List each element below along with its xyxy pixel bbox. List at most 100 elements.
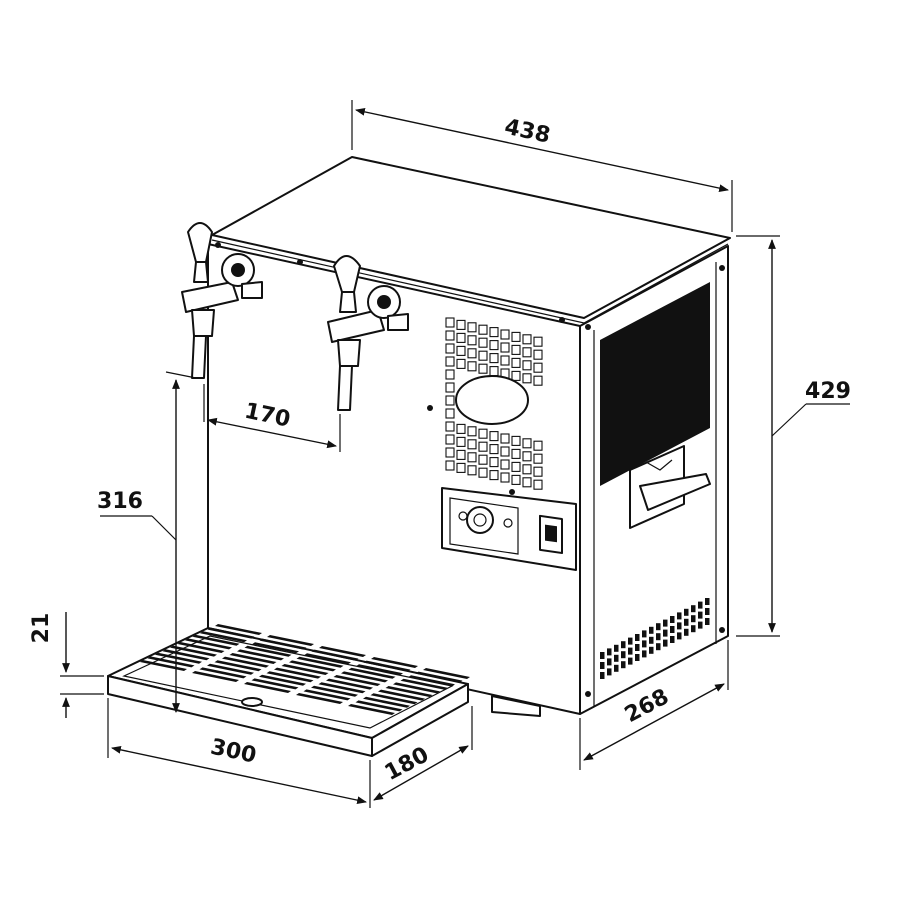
vent-slot — [445, 382, 455, 393]
grate-bar — [251, 678, 299, 690]
side-vent-slot — [635, 634, 640, 641]
grate-bar — [333, 675, 381, 686]
side-vent-slot — [663, 629, 668, 637]
side-vent-slot — [670, 626, 675, 633]
grate-bar — [207, 627, 255, 639]
vent-slot — [511, 474, 521, 485]
vent-slot — [511, 370, 521, 381]
vent-slot — [478, 441, 488, 452]
side-vent-slot — [614, 644, 619, 652]
grate-bar — [363, 660, 411, 672]
grate-bar — [355, 700, 403, 712]
vent-slot — [445, 356, 455, 367]
grate-bar — [311, 685, 358, 697]
grate-bar — [222, 656, 269, 668]
tap-right[interactable] — [327, 255, 409, 411]
grate-bar — [199, 667, 247, 679]
dial-icon — [466, 506, 494, 534]
vent-slot — [445, 460, 455, 471]
vent-slot — [533, 362, 543, 373]
side-vent-slot — [600, 662, 605, 669]
side-vent-slot — [698, 601, 703, 609]
vent-slot — [500, 355, 510, 366]
side-vent-slot — [684, 628, 689, 636]
vent-slot — [478, 363, 488, 374]
grate-bar — [378, 689, 425, 701]
dim-tray-height: 21 — [29, 612, 104, 718]
vent-slot — [511, 435, 521, 446]
side-vent-slot — [628, 637, 633, 645]
grate-bar — [341, 671, 388, 683]
tray-grate — [140, 624, 470, 715]
grate-bar — [244, 645, 292, 657]
grate-bar — [207, 663, 254, 675]
grate-bar — [192, 634, 240, 646]
vent-slot — [445, 343, 455, 354]
grate-bar — [400, 678, 448, 690]
side-vent-slot — [649, 626, 654, 634]
vent-slot — [511, 357, 521, 368]
side-vent-slot — [691, 605, 696, 613]
grate-bar — [244, 682, 291, 693]
tap-left[interactable] — [181, 222, 263, 379]
vent-slot — [489, 340, 499, 351]
side-vent-slot — [642, 650, 647, 658]
grate-bar — [385, 686, 433, 697]
vent-slot — [478, 454, 488, 465]
side-vent-slot — [635, 644, 640, 651]
vent-slot — [500, 459, 510, 470]
vent-slot — [456, 462, 466, 473]
vent-slot — [489, 353, 499, 364]
side-vent-slot — [677, 622, 682, 630]
grate-bar — [296, 656, 344, 668]
grate-bar — [356, 664, 403, 676]
side-vent-slot — [621, 641, 626, 649]
vent-slot — [456, 358, 466, 369]
vent-slot — [533, 466, 543, 477]
vent-slot — [456, 332, 466, 343]
vent-slot — [522, 464, 532, 475]
grate-bar — [177, 642, 225, 653]
side-vent-slot — [635, 654, 640, 661]
grate-bar — [200, 631, 247, 643]
cabinet-foot — [491, 695, 541, 717]
vent-slot — [511, 448, 521, 459]
side-vent-slot — [670, 616, 675, 623]
cabinet-top — [211, 156, 731, 319]
vent-slot — [522, 451, 532, 462]
dim-height-label: 429 — [805, 379, 851, 404]
side-vent-slot — [628, 647, 633, 655]
vent-slot — [500, 433, 510, 444]
side-vent-slot — [614, 654, 619, 662]
vent-slot — [489, 444, 499, 455]
side-vent-slot — [677, 612, 682, 620]
side-vent-slot — [607, 668, 612, 676]
grate-bar — [393, 682, 440, 694]
grate-bar — [296, 693, 343, 704]
side-condenser-panel — [600, 282, 710, 486]
side-vent-slot — [642, 630, 647, 638]
side-vent-slot — [628, 657, 633, 665]
vent-slot — [522, 347, 532, 358]
vent-slot — [489, 470, 499, 481]
vent-slot — [467, 465, 477, 476]
vent-slot — [467, 439, 477, 450]
side-vent-slot — [649, 636, 654, 644]
tap-icon — [333, 255, 361, 293]
control-panel — [441, 487, 577, 571]
vent-slot — [478, 324, 488, 335]
vent-slot — [478, 337, 488, 348]
vent-slot — [456, 449, 466, 460]
side-vent-slot — [600, 672, 605, 679]
vent-slot — [533, 440, 543, 451]
grate-bar — [266, 671, 314, 683]
vent-slot — [445, 421, 455, 432]
grate-bar — [348, 667, 396, 679]
vent-slot — [500, 342, 510, 353]
side-vent-slot — [621, 651, 626, 659]
side-vent-slot — [642, 640, 647, 648]
side-vent-slot — [684, 608, 689, 616]
grate-bar — [215, 624, 262, 635]
dim-tap-height: 316 — [97, 371, 197, 713]
